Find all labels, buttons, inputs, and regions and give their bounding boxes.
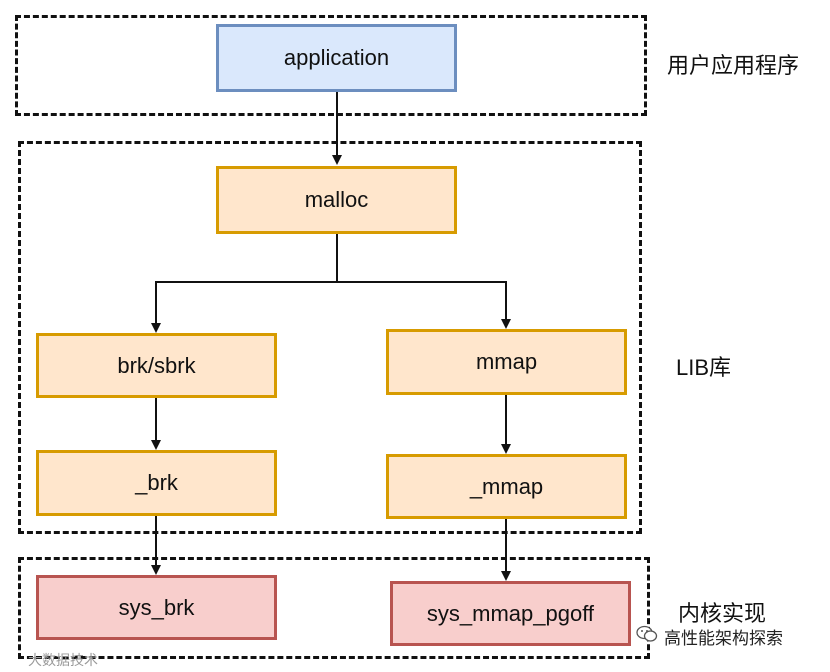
wechat-icon [636, 625, 658, 648]
mmap-node: mmap [386, 329, 627, 395]
user-space-region [15, 15, 647, 116]
watermark-text: 高性能架构探索 [664, 629, 783, 648]
kernel-label: 内核实现 [678, 601, 767, 626]
kernel-region [18, 557, 650, 659]
sys-brk-node: sys_brk [36, 575, 277, 640]
application-node: application [216, 24, 457, 92]
user-space-label: 用户应用程序 [667, 53, 800, 78]
malloc-node: malloc [216, 166, 457, 234]
watermark: 高性能架构探索 [636, 624, 783, 649]
mmap-internal-node: _mmap [386, 454, 627, 519]
brk-internal-node: _brk [36, 450, 277, 516]
edge-malloc-mmap [337, 281, 511, 329]
faint-watermark: 大数据技术 [28, 652, 98, 668]
brk-sbrk-node: brk/sbrk [36, 333, 277, 398]
library-label: LIB库 [676, 355, 732, 380]
library-region [18, 141, 642, 534]
sys-mmap-pgoff-node: sys_mmap_pgoff [390, 581, 631, 646]
edge-malloc-brk-sbrk [151, 234, 338, 333]
